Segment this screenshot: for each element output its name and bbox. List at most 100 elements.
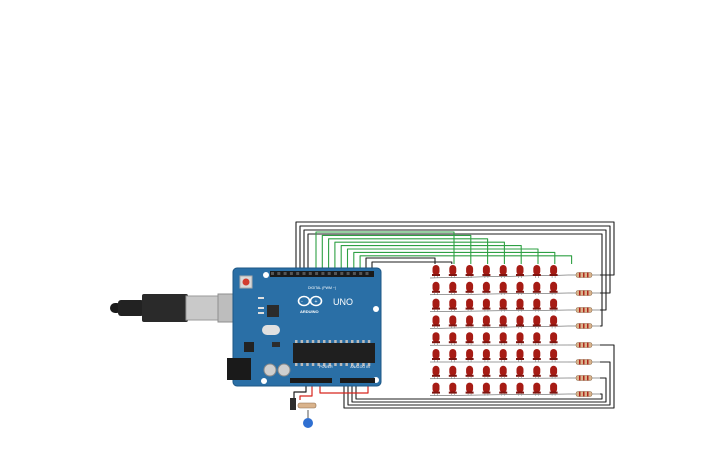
wire [359,255,573,271]
resistor [568,290,600,296]
resistor-array[interactable] [568,272,600,397]
light-sensor[interactable] [290,398,317,428]
led-body [516,298,524,309]
power-label: POWER [319,365,333,369]
wire [429,377,569,380]
led-body [466,365,474,376]
dc-power-jack[interactable] [227,358,251,380]
ic-pin [295,340,298,343]
wire [347,361,611,406]
mount-hole [373,306,379,312]
led-base [549,290,558,293]
resistor-band [583,290,585,296]
led-base [549,307,558,310]
led-base [482,374,491,377]
led [465,265,474,278]
led-body [466,315,474,326]
led-body [482,382,490,393]
ic-pin [351,363,354,366]
wire [295,221,615,276]
resistor [568,359,600,365]
digital-pins [271,272,369,275]
power-header[interactable] [290,378,332,383]
led-base [499,358,508,360]
ic-pin [317,340,320,343]
wire [343,344,615,409]
led-body [482,315,490,326]
led [516,382,524,396]
ic-pin [356,363,360,366]
led [549,332,558,346]
resistor-band [579,359,581,365]
header-pin [315,272,319,275]
led [516,349,524,362]
wire [355,383,603,400]
capacitor [277,363,291,377]
led-body [499,315,507,326]
resistor [568,342,600,348]
led [499,315,508,329]
header-pin [365,272,369,275]
led-body [432,365,440,376]
led-base [448,341,457,344]
led-body [466,265,474,275]
analog-header[interactable] [340,378,375,383]
ic-pin [334,363,337,366]
capacitor [263,363,277,377]
resistor-band [587,272,589,278]
board-led-tx [258,307,264,309]
led [482,298,491,312]
ic-pin [300,363,304,366]
led-base [465,391,474,394]
resistor-band [583,391,585,397]
led-base [516,324,524,327]
board-led-l [258,297,264,299]
led-body [449,298,457,309]
wires-layer [293,221,615,409]
led-base [448,391,457,394]
ic-pin [345,363,348,366]
led-body [449,365,457,376]
led [432,365,440,379]
led-base [499,290,508,293]
led [549,315,558,329]
led-body [516,382,524,393]
wire [429,309,569,312]
led-base [532,290,541,293]
led [482,315,491,329]
resistor-band [579,375,581,381]
led-base [549,391,558,394]
wire [299,225,611,294]
arduino-uno-board[interactable]: DIGITAL (PWM ~) - + UNO ARDUINO POWER AN… [227,267,382,387]
led-base [448,274,457,276]
wire [365,257,436,271]
led-base [448,374,457,377]
led [499,365,508,379]
header-pin [321,272,325,275]
led-base [516,341,524,344]
led [432,265,440,278]
led-base [532,341,541,344]
led [482,365,491,379]
wire [321,234,472,271]
resistor [568,375,600,381]
wire [429,393,569,396]
header-pin [271,272,274,275]
led [532,332,541,346]
led-base [465,358,474,360]
led-base [432,307,440,310]
ic-pin [306,340,309,343]
led-matrix[interactable] [432,265,558,396]
led [532,382,541,396]
led-body [482,265,490,275]
usb-cable[interactable] [110,293,239,323]
usb-plug-metal [185,295,219,321]
sensor-resistor [297,402,317,409]
svg-text:-: - [301,299,303,305]
led [448,281,457,295]
led-base [432,358,440,360]
arduino-infinity-logo-icon: - + [297,295,323,307]
led [432,315,440,329]
led [549,349,558,362]
